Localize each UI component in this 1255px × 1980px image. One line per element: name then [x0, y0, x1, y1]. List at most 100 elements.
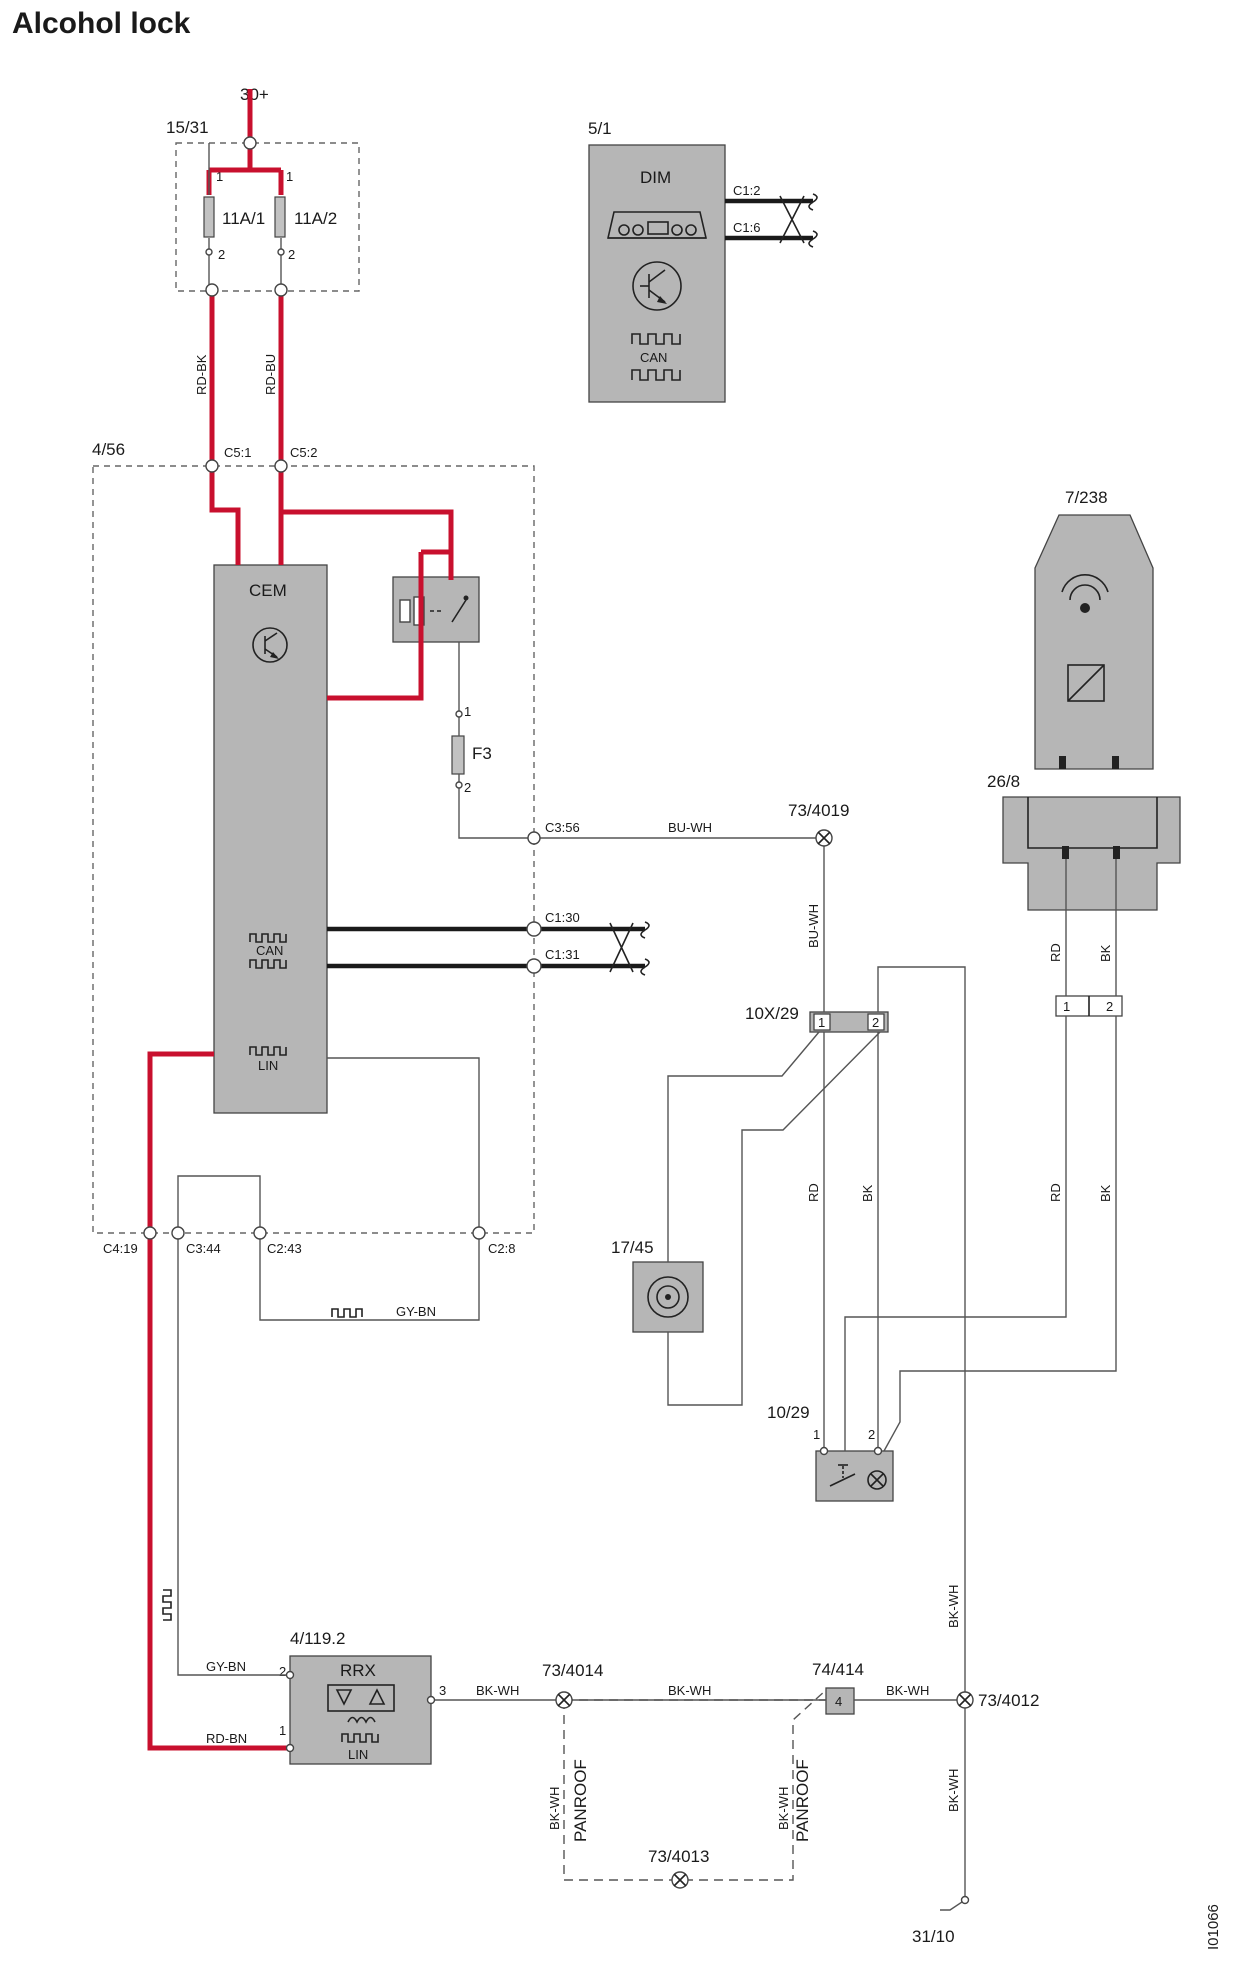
dim-module: 5/1 DIM CAN C1:2 C1:6 [588, 119, 760, 403]
rrx-pin-3: 3 [439, 1683, 446, 1698]
transceiver-7-238: 7/238 [1034, 488, 1154, 770]
wireless-signal-icon [1061, 574, 1109, 613]
wire-color-labels: RD-BK RD-BU BU-WH BU-WH GY-BN GY-BN RD-B… [194, 354, 1113, 1830]
wire-label-bk-wh-upper: BK-WH [946, 1585, 961, 1628]
wire-label-bu-wh: BU-WH [668, 820, 712, 835]
fusebox-ref: 15/31 [166, 118, 209, 137]
connector-26-8-ref: 26/8 [987, 772, 1020, 791]
transceiver-pin-connector: 1 2 [1055, 995, 1123, 1017]
rrx-ref: 4/119.2 [290, 1629, 345, 1648]
dim-box [588, 144, 726, 403]
panroof-wires [563, 1689, 827, 1881]
can-bus-icon [631, 333, 681, 381]
connector-10x29-pin-1: 1 [818, 1015, 825, 1030]
label-c5-1: C5:1 [224, 445, 251, 460]
cem-can-label: CAN [256, 943, 283, 958]
splice-4019-marker [815, 829, 833, 847]
dim-pin-c1-2: C1:2 [733, 183, 760, 198]
red-power-wires [147, 89, 454, 1751]
tx-pin-2-label: 2 [1106, 999, 1113, 1014]
transceiver-pin-2 [1112, 756, 1119, 769]
label-c3-44: C3:44 [186, 1241, 221, 1256]
connector-10x29: 10X/29 1 2 [745, 1004, 889, 1033]
dim-can-label: CAN [640, 350, 667, 365]
dim-pin-c1-6: C1:6 [733, 220, 760, 235]
wire-label-bk-wh-1: BK-WH [476, 1683, 519, 1698]
cem-lin-label: LIN [258, 1058, 278, 1073]
switch-pin-1: 1 [813, 1427, 820, 1442]
splice-4014-marker [555, 1691, 573, 1709]
fuse-11a1-pin-in: 1 [216, 169, 223, 184]
splice-74-414-ref: 74/414 [812, 1660, 864, 1679]
label-c2-8: C2:8 [488, 1241, 515, 1256]
device-17-45-ref: 17/45 [611, 1238, 654, 1257]
cem-unit-frame [92, 465, 535, 1234]
splice-4013-marker [671, 1871, 689, 1889]
cem-box [213, 564, 328, 1114]
fusebox-15-31: 15/31 30+ 11A/1 11A/2 1 1 2 2 [166, 85, 360, 292]
label-c5-2: C5:2 [290, 445, 317, 460]
fuse-f3-pin-2: 2 [464, 780, 471, 795]
label-c1-30: C1:30 [545, 910, 580, 925]
wire-label-bk-tx-upper: BK [1098, 944, 1113, 962]
diagram-id: I01066 [1205, 1904, 1222, 1950]
splice-labels: 73/4019 73/4014 73/4013 73/4012 31/10 [542, 801, 1039, 1946]
wire-label-rd-bu: RD-BU [263, 354, 278, 395]
cem-lin-icon [249, 1046, 287, 1056]
label-c4-19: C4:19 [103, 1241, 138, 1256]
window-up-down-icon [327, 1684, 395, 1724]
tx-pin-1-label: 1 [1063, 999, 1070, 1014]
rrx-pin-2: 2 [279, 1664, 286, 1679]
fuse-11a1-pin-out: 2 [218, 247, 225, 262]
device-17-45: 17/45 [611, 1238, 704, 1333]
transistor-icon [632, 261, 682, 311]
connector-26-8-body [1002, 796, 1181, 911]
connector-26-8: 26/8 [987, 772, 1181, 911]
label-c1-31: C1:31 [545, 947, 580, 962]
rrx-module: 4/119.2 RRX LIN 2 1 3 [279, 1629, 446, 1765]
connector-10x29-ref: 10X/29 [745, 1004, 799, 1023]
connection-nodes [143, 136, 970, 1905]
wire-label-bk-wh-2: BK-WH [668, 1683, 711, 1698]
label-73-4019: 73/4019 [788, 801, 849, 820]
connector-labels: C5:1 C5:2 C3:56 C1:30 C1:31 C4:19 C3:44 … [103, 445, 580, 1256]
panroof-label-left: PANROOF [571, 1759, 590, 1842]
wire-label-rd-tx-upper: RD [1048, 943, 1063, 962]
fuse-f3-pin-1: 1 [464, 704, 471, 719]
wire-label-bk-wh-lower: BK-WH [946, 1769, 961, 1812]
instrument-cluster-icon [606, 211, 708, 239]
transceiver-pin-1 [1059, 756, 1066, 769]
cem-unit-4-56: 4/56 CEM CAN LIN F3 1 2 [92, 440, 535, 1234]
splice-74-414: 74/414 4 [812, 1660, 864, 1715]
page-title: Alcohol lock [12, 7, 191, 40]
panroof-label-right: PANROOF [793, 1759, 812, 1842]
wire-label-bk-tx-lower: BK [1098, 1184, 1113, 1202]
wire-label-bk-wh-panroof-right: BK-WH [776, 1787, 791, 1830]
fuse-11a1-label: 11A/1 [222, 209, 265, 228]
splice-74-414-pin: 4 [835, 1694, 842, 1709]
connector-10x29-pin-2: 2 [872, 1015, 879, 1030]
fuse-f3-label: F3 [472, 744, 492, 763]
label-73-4014: 73/4014 [542, 1661, 603, 1680]
switch-10-29: 10/29 1 2 [767, 1403, 894, 1502]
wire-label-rd-tx-lower: RD [1048, 1183, 1063, 1202]
cem-transistor-icon [252, 627, 288, 663]
rrx-lin-label: LIN [348, 1747, 368, 1762]
splice-points [555, 829, 974, 1889]
rrx-box [289, 1655, 432, 1765]
transceiver-ref: 7/238 [1065, 488, 1108, 507]
relay-symbol [392, 576, 480, 643]
wire-label-bk-switch: BK [860, 1184, 875, 1202]
gy-bn-lin-wave-icon [331, 1308, 363, 1318]
supply-label: 30+ [240, 85, 269, 104]
label-c3-56: C3:56 [545, 820, 580, 835]
dim-label: DIM [640, 168, 671, 187]
cem-label: CEM [249, 581, 287, 600]
wire-label-bk-wh-panroof-left: BK-WH [547, 1787, 562, 1830]
fuse-11a2-body [274, 196, 286, 238]
fuse-11a2-pin-in: 1 [286, 169, 293, 184]
wire-label-bk-wh-3: BK-WH [886, 1683, 929, 1698]
fusebox-frame [175, 142, 360, 292]
dim-can-wires [725, 193, 818, 248]
